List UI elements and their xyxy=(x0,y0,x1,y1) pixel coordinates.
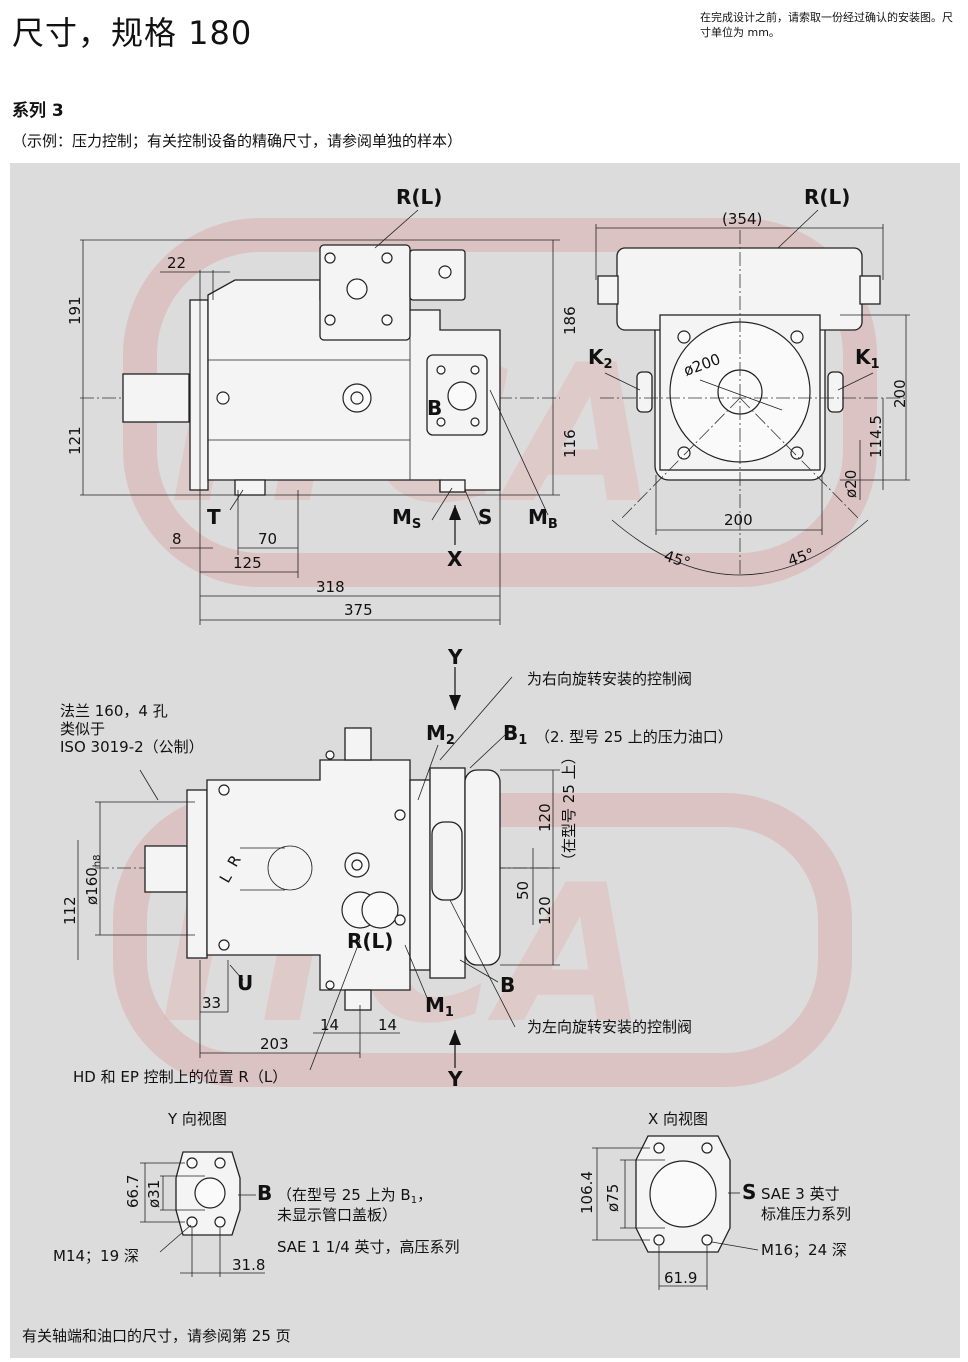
dim-dia-160: ø160h8 xyxy=(83,854,103,905)
front-port-rl-label: R(L) xyxy=(804,185,850,209)
port-m1-label: M1 xyxy=(425,993,454,1020)
dim-61-9: 61.9 xyxy=(664,1269,697,1287)
y-view-b-note-1: （在型号 25 上为 B1， xyxy=(277,1186,432,1206)
dim-14-left: 14 xyxy=(320,1016,339,1034)
model25-note: （在型号 25 上） xyxy=(560,749,578,868)
dim-22: 22 xyxy=(167,254,186,272)
right-valve-note: 为右向旋转安装的控制阀 xyxy=(527,670,692,688)
x-view-thread-note: M16；24 深 xyxy=(761,1241,847,1259)
dim-120-bottom: 120 xyxy=(536,896,554,925)
dim-dia-20: ø20 xyxy=(842,470,860,498)
dim-50: 50 xyxy=(514,881,532,900)
dim-125: 125 xyxy=(233,554,262,572)
flange-note-3: ISO 3019-2（公制） xyxy=(60,738,204,756)
top-view: L R Y 为右向旋转安装的控制阀 法兰 160，4 孔 类似于 ISO 301… xyxy=(60,645,733,1091)
series-title: 系列 3 xyxy=(12,101,64,121)
bottom-y-label: Y xyxy=(447,1067,463,1091)
top-y-label: Y xyxy=(447,645,463,669)
dim-121: 121 xyxy=(66,426,84,455)
dim-14-right: 14 xyxy=(378,1016,397,1034)
dim-114-5: 114.5 xyxy=(867,415,885,458)
side-port-rl-label: R(L) xyxy=(396,185,442,209)
dim-31-8: 31.8 xyxy=(232,1256,265,1274)
dim-200-vertical: 200 xyxy=(891,379,909,408)
dim-375: 375 xyxy=(344,601,373,619)
dim-186: 186 xyxy=(561,306,579,335)
port-u-label: U xyxy=(237,971,253,995)
x-view-s-note-2: 标准压力系列 xyxy=(761,1205,851,1223)
dim-8: 8 xyxy=(172,530,182,548)
page-title: 尺寸，规格 180 xyxy=(12,14,253,52)
side-port-x-label: X xyxy=(447,547,463,571)
flange-note-1: 法兰 160，4 孔 xyxy=(60,702,168,720)
b1-note: （2. 型号 25 上的压力油口） xyxy=(535,728,733,746)
x-view-title: X 向视图 xyxy=(648,1110,708,1128)
dim-112: 112 xyxy=(61,896,79,925)
dim-354: (354) xyxy=(722,210,762,228)
dim-dia-31: ø31 xyxy=(145,1180,163,1208)
left-valve-note: 为左向旋转安装的控制阀 xyxy=(527,1018,692,1036)
port-m2-label: M2 xyxy=(426,721,455,748)
side-port-b-label: B xyxy=(427,396,442,420)
side-port-s-label: S xyxy=(478,505,492,529)
x-view-s-note-1: SAE 3 英寸 xyxy=(761,1185,840,1203)
side-view: R(L) 22 191 121 186 116 B T 8 70 125 318… xyxy=(66,185,579,625)
dim-116: 116 xyxy=(561,429,579,458)
y-view: Y 向视图 66.7 ø31 B （在型号 25 上为 B1， 未显示管口盖板）… xyxy=(53,1110,460,1277)
dim-33: 33 xyxy=(202,994,221,1012)
example-note: （示例：压力控制；有关控制设备的精确尺寸，请参阅单独的样本） xyxy=(12,132,463,150)
install-note: 在完成设计之前，请索取一份经过确认的安装图。尺寸单位为 mm。 xyxy=(700,11,953,39)
side-port-mb-label: MB xyxy=(528,505,558,532)
dim-200-horizontal: 200 xyxy=(724,511,753,529)
y-view-b-note-2: 未显示管口盖板） xyxy=(277,1206,397,1224)
y-view-title: Y 向视图 xyxy=(167,1110,227,1128)
y-view-sae-note: SAE 1 1/4 英寸，高压系列 xyxy=(277,1238,460,1256)
side-port-ms-label: MS xyxy=(392,505,421,532)
port-b1-label: B1 xyxy=(503,721,527,748)
dim-318: 318 xyxy=(316,578,345,596)
top-rl-label: R(L) xyxy=(347,929,393,953)
dim-203: 203 xyxy=(260,1035,289,1053)
x-view: X 向视图 106.4 ø75 S SAE 3 英寸 标准压力系列 M16；24… xyxy=(578,1110,851,1290)
footer-note: 有关轴端和油口的尺寸，请参阅第 25 页 xyxy=(22,1327,291,1345)
side-port-t-label: T xyxy=(207,505,221,529)
front-port-k2-label: K2 xyxy=(588,345,613,372)
y-view-port-b: B xyxy=(257,1181,272,1205)
x-view-port-s: S xyxy=(742,1180,756,1204)
dim-66-7: 66.7 xyxy=(124,1175,142,1208)
y-view-thread-note: M14；19 深 xyxy=(53,1247,139,1265)
dim-70: 70 xyxy=(258,530,277,548)
hd-ep-note: HD 和 EP 控制上的位置 R（L） xyxy=(73,1068,287,1086)
top-port-b-label: B xyxy=(500,973,515,997)
dim-dia-75: ø75 xyxy=(604,1184,622,1212)
dim-106-4: 106.4 xyxy=(578,1171,596,1214)
dim-120-top: 120 xyxy=(536,803,554,832)
dim-191: 191 xyxy=(66,296,84,325)
front-port-k1-label: K1 xyxy=(855,345,880,372)
flange-note-2: 类似于 xyxy=(60,720,105,738)
front-view: R(L) (354) ø200 200 114.5 ø20 200 45° 45… xyxy=(588,185,910,576)
